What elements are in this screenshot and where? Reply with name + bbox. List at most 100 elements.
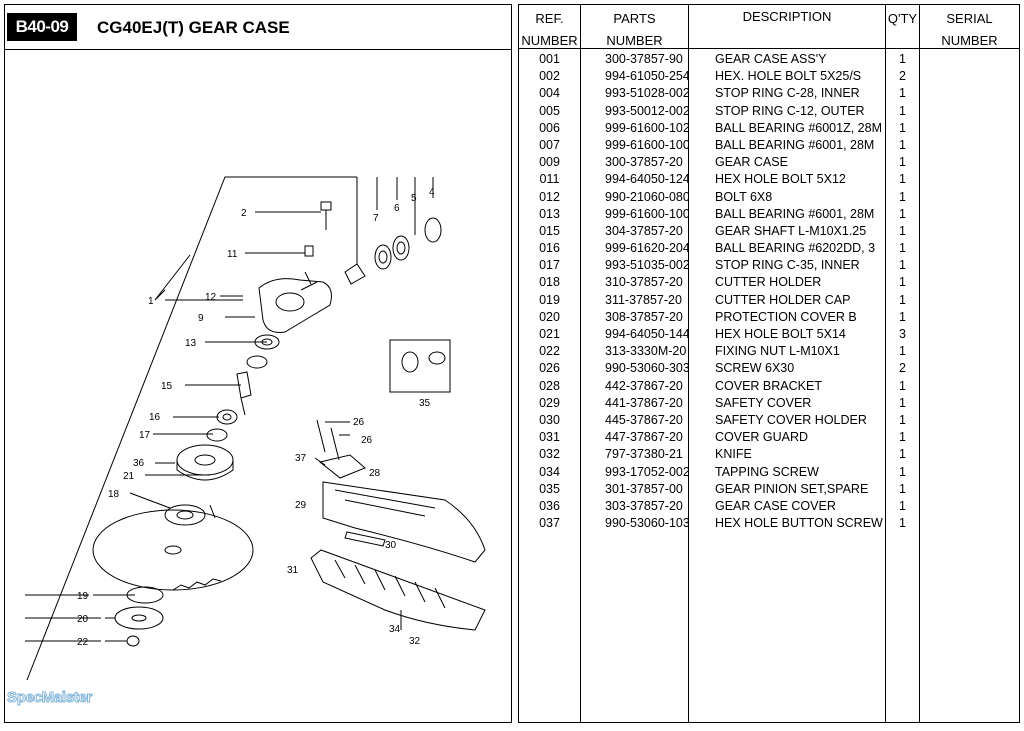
description-cell: FIXING NUT L-M10X1 — [715, 344, 840, 359]
ref-number-cell: 029 — [539, 395, 560, 410]
quantity-cell: 1 — [899, 223, 906, 238]
column-divider — [919, 5, 920, 722]
quantity-cell: 1 — [899, 275, 906, 290]
quantity-cell: 1 — [899, 172, 906, 187]
description-cell: GEAR CASE — [715, 155, 788, 170]
callout-31: 31 — [287, 565, 299, 576]
description-cell: HEX HOLE BOLT 5X14 — [715, 327, 846, 341]
ref-number-cell: 007 — [539, 137, 560, 152]
part-number-cell: 442-37867-20 — [605, 378, 683, 393]
ref-number-cell: 013 — [539, 206, 560, 221]
quantity-cell: 1 — [899, 86, 906, 101]
part-number-cell: 999-61600-100 — [605, 206, 688, 221]
description-cell: STOP RING C-28, INNER — [715, 86, 860, 101]
description-cell: PROTECTION COVER B — [715, 309, 857, 324]
description-cell: HEX HOLE BOLT 5X12 — [715, 172, 846, 187]
ref-number-cell: 021 — [539, 327, 560, 341]
ref-number-cell: 005 — [539, 103, 560, 118]
ref-number-cell: 018 — [539, 275, 560, 290]
ref-number-cell: 012 — [539, 189, 560, 204]
quantity-cell: 1 — [899, 516, 906, 531]
quantity-cell: 1 — [899, 52, 906, 66]
quantity-cell: 2 — [899, 361, 906, 376]
part-number-cell: 994-61050-254 — [605, 69, 688, 84]
part-number-cell: 797-37380-21 — [605, 447, 683, 462]
part-number-cell: 993-51035-002 — [605, 258, 688, 273]
callout-26a: 26 — [353, 417, 365, 428]
part-number-cell: 999-61600-100 — [605, 137, 688, 152]
callout-20: 20 — [77, 614, 89, 625]
description-cell: STOP RING C-12, OUTER — [715, 103, 865, 118]
quantity-cell: 1 — [899, 206, 906, 221]
part-number-cell: 311-37857-20 — [605, 292, 682, 307]
ref-number-cell: 015 — [539, 223, 560, 238]
ref-number-cell: 004 — [539, 86, 560, 101]
ref-number-cell: 009 — [539, 155, 560, 170]
quantity-cell: 3 — [899, 327, 906, 341]
ref-number-cell: 017 — [539, 258, 560, 273]
callout-22: 22 — [77, 637, 89, 648]
description-cell: HEX. HOLE BOLT 5X25/S — [715, 69, 862, 84]
part-number-cell: 990-53060-303 — [605, 361, 688, 376]
callout-16: 16 — [149, 412, 161, 423]
ref-number-cell: 035 — [539, 481, 560, 496]
ref-number-cell: 001 — [539, 52, 560, 66]
table-row: 021 994-64050-144 HEX HOLE BOLT 5X14 3 — [519, 326, 1019, 343]
callout-2: 2 — [241, 208, 247, 219]
parts-table: REF. NUMBER PARTS NUMBER DESCRIPTION Q'T… — [518, 4, 1020, 723]
ref-number-cell: 030 — [539, 412, 560, 427]
description-cell: GEAR CASE COVER — [715, 498, 836, 513]
ref-number-cell: 011 — [539, 172, 560, 187]
description-cell: BALL BEARING #6001, 28M — [715, 206, 875, 221]
ref-number-cell: 031 — [539, 430, 560, 445]
column-divider — [885, 5, 886, 722]
callout-17: 17 — [139, 430, 151, 441]
part-number-cell: 300-37857-90 — [605, 52, 683, 66]
description-cell: SAFETY COVER — [715, 395, 812, 410]
ref-number-cell: 026 — [539, 361, 560, 376]
description-cell: TAPPING SCREW — [715, 464, 819, 479]
part-number-cell: 301-37857-00 — [605, 481, 683, 496]
description-cell: BALL BEARING #6001, 28M — [715, 137, 875, 152]
part-number-cell: 994-64050-124 — [605, 172, 688, 187]
quantity-cell: 1 — [899, 258, 906, 273]
callout-9: 9 — [198, 313, 204, 324]
callout-11: 11 — [227, 249, 238, 260]
description-cell: CUTTER HOLDER — [715, 275, 822, 290]
ref-number-cell: 028 — [539, 378, 560, 393]
callout-30: 30 — [385, 540, 397, 551]
part-number-cell: 993-50012-002 — [605, 103, 688, 118]
part-number-cell: 994-64050-144 — [605, 327, 688, 341]
ref-number-cell: 036 — [539, 498, 560, 513]
header-qty: Q'TY — [886, 5, 919, 49]
part-number-cell: 999-61600-102 — [605, 120, 688, 135]
part-number-cell: 999-61620-204 — [605, 241, 688, 256]
callout-1: 1 — [148, 296, 154, 307]
quantity-cell: 1 — [899, 464, 906, 479]
ref-number-cell: 032 — [539, 447, 560, 462]
column-divider — [580, 5, 581, 722]
ref-number-cell: 022 — [539, 344, 560, 359]
description-cell: STOP RING C-35, INNER — [715, 258, 860, 273]
callout-32: 32 — [409, 636, 421, 647]
description-cell: BALL BEARING #6202DD, 3 — [715, 241, 876, 256]
quantity-cell: 1 — [899, 189, 906, 204]
ref-number-cell: 016 — [539, 241, 560, 256]
quantity-cell: 1 — [899, 292, 906, 307]
